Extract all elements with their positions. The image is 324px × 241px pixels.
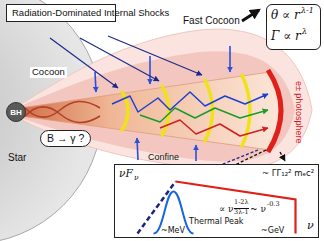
cocoon: [18, 51, 295, 161]
spectrum-panel: νFνν∝ ν1-2λ3λ-1~ ν-0.3~ ΓΓ₁₂² mₑc²Therma…: [114, 164, 319, 238]
nonthermal-spectrum: [176, 182, 296, 234]
photon-path: [160, 120, 268, 136]
low-energy-slope: [138, 182, 176, 234]
field-lines: [24, 101, 100, 122]
confine-arrow: [95, 46, 230, 161]
confine-arrow: [149, 56, 151, 84]
spectrum-ground: [114, 164, 319, 238]
exponent: λ: [302, 28, 307, 37]
shock-pointer: [50, 36, 202, 88]
internal-shock: [162, 86, 169, 135]
confine-arrow: [95, 72, 96, 92]
formula: Γ ∝ r: [271, 30, 301, 43]
shock-pointer: [108, 36, 202, 75]
exponent: -0.3: [267, 201, 280, 208]
slope-formula: ∝ ν: [219, 205, 233, 215]
shock-pointer: [80, 38, 159, 81]
energy-tick: ~MeV: [161, 227, 185, 236]
node-text: BH: [10, 108, 22, 117]
black-hole: BH: [6, 102, 26, 122]
note-box: Radiation-Dominated Internal Shocks: [6, 4, 116, 22]
confine-arrow: [229, 46, 231, 72]
node-text: B → γ ?: [47, 132, 84, 144]
exponent-denominator: 3λ-1: [234, 208, 249, 216]
axis-label: νF: [119, 168, 133, 180]
shock-pointer: [50, 38, 118, 88]
axis-label: ν: [307, 220, 314, 232]
curve-label: Thermal Peak: [189, 218, 243, 227]
exponent-numerator: 1-2λ: [234, 199, 249, 206]
process-box: B → γ ?: [40, 130, 91, 147]
photosphere-arc: [268, 70, 281, 152]
process-label: Confine: [148, 152, 179, 162]
fast-cocoon: [18, 29, 312, 169]
confine-arrow: [137, 138, 138, 160]
photosphere-label: e± photosphere: [294, 81, 304, 144]
energy-tick: ~GeV: [261, 227, 284, 236]
exponent: λ-1: [301, 7, 314, 16]
region-label: Cocoon: [30, 67, 67, 78]
fast-cocoon-arrow: [242, 10, 259, 21]
photon-path: [140, 108, 268, 122]
slope-formula: ~ ν: [250, 205, 266, 215]
spectrum-curves: [138, 182, 296, 234]
photon-path: [112, 92, 268, 112]
emission-arrow: [280, 152, 285, 161]
confine-arrow: [195, 145, 197, 161]
region-label: Fast Cocoon: [183, 15, 240, 27]
formula-box: θ ∝ rλ-1 Γ ∝ rλ: [266, 4, 321, 50]
region-label: Star: [8, 152, 26, 164]
axis-subscript: ν: [134, 174, 139, 182]
node-text: Radiation-Dominated Internal Shocks: [12, 7, 110, 19]
field-lines: [24, 107, 100, 123]
photon-path: [112, 92, 268, 136]
energy-formula: ~ ΓΓ₁₂² mₑc²: [262, 169, 314, 178]
formula: θ ∝ r: [271, 9, 300, 22]
